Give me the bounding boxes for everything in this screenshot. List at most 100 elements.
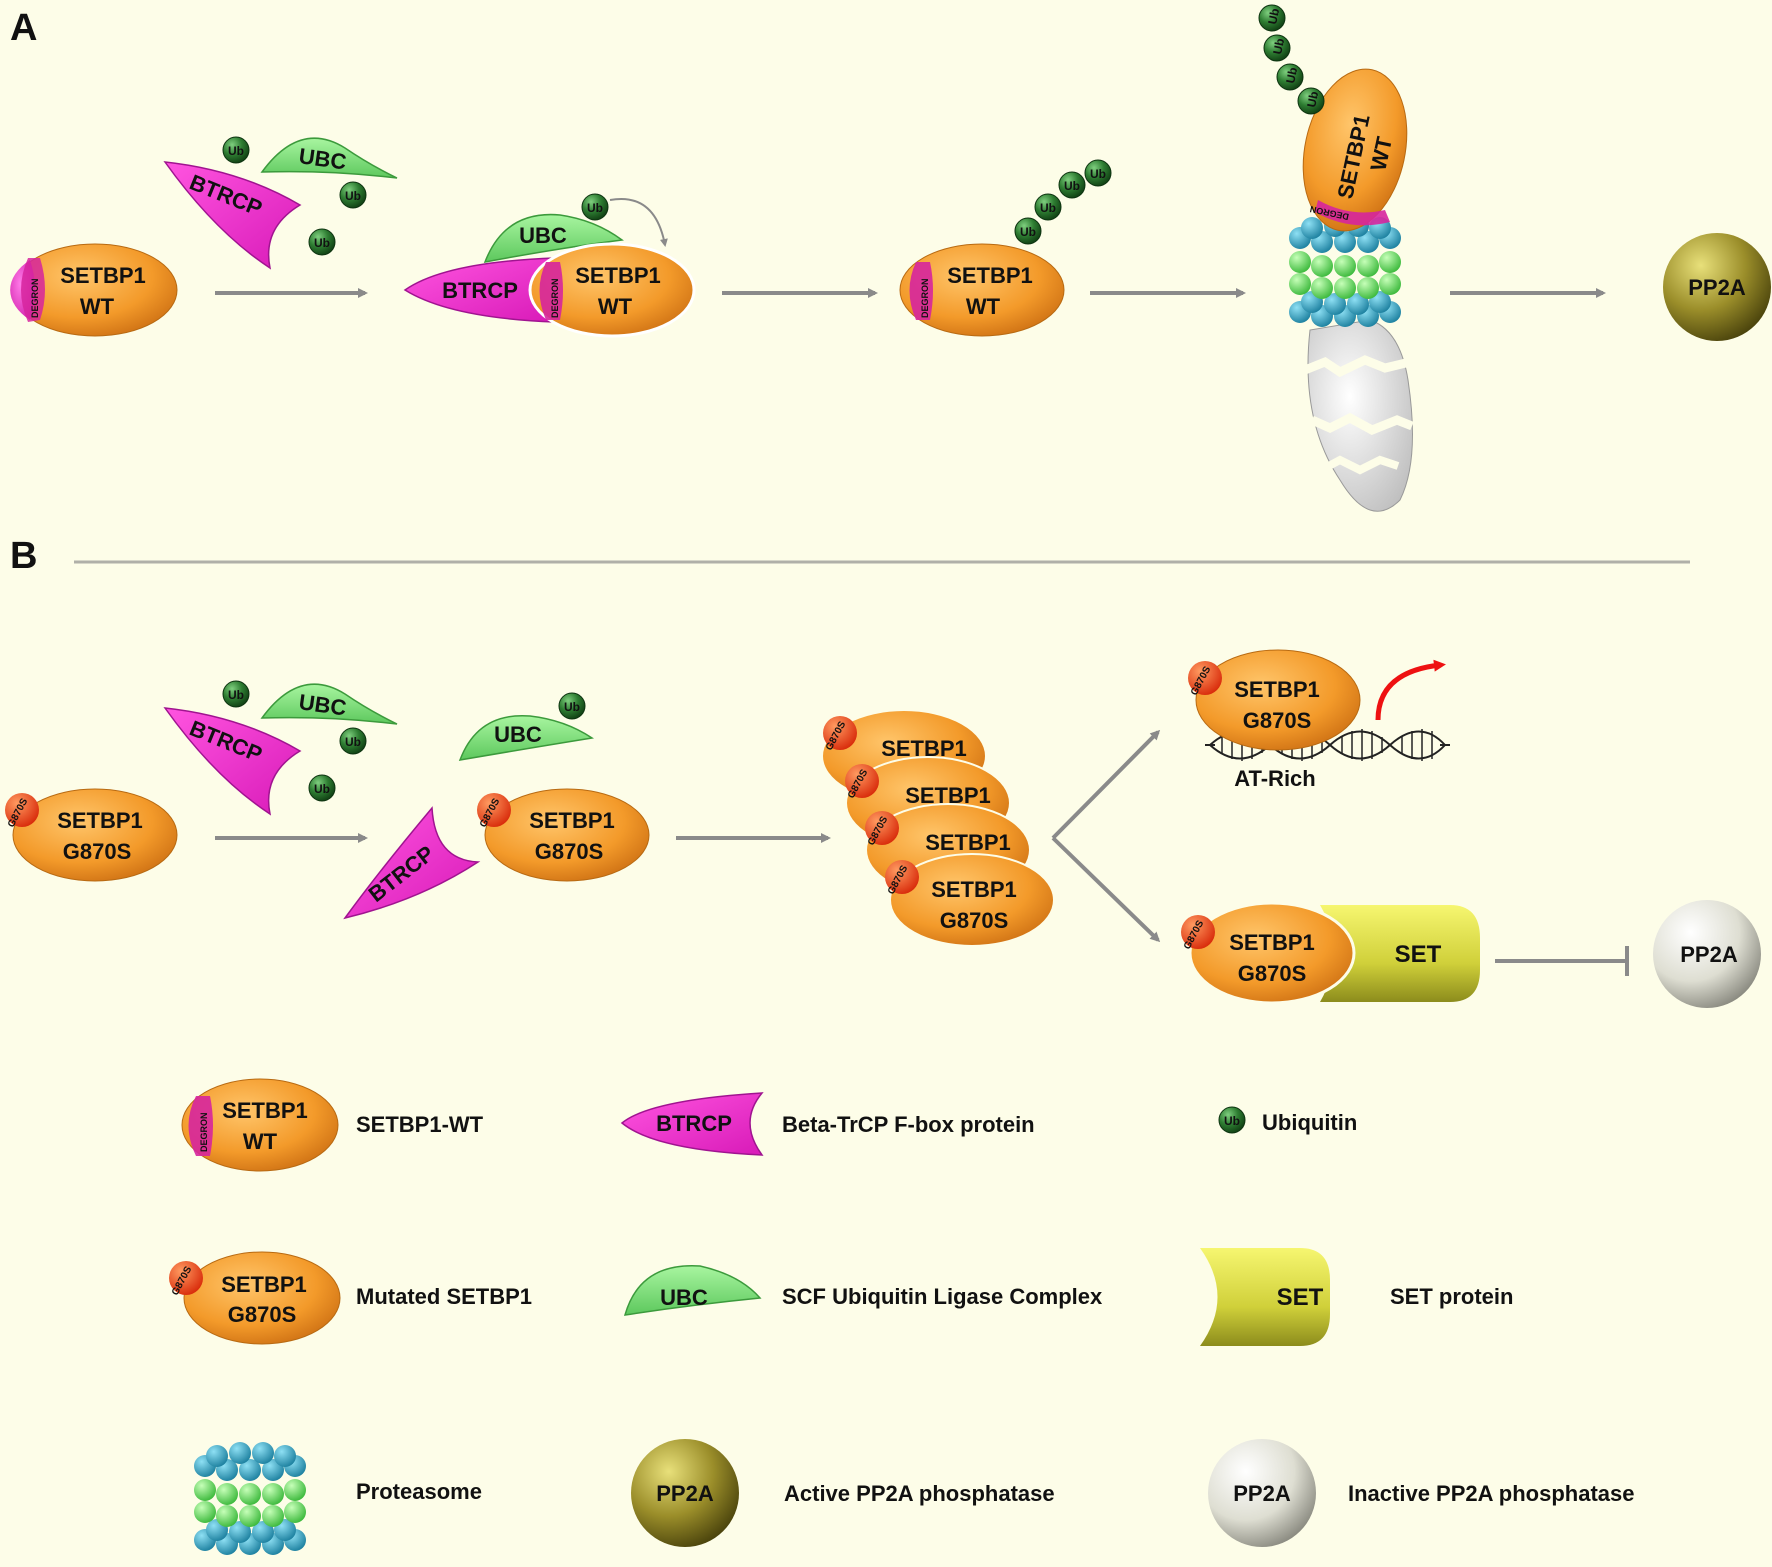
svg-text:Ub: Ub [345, 189, 361, 203]
legend-proteasome-icon [194, 1442, 306, 1555]
svg-text:SET: SET [1395, 941, 1442, 968]
inhibition-arrow [1495, 946, 1629, 976]
svg-text:SETBP1: SETBP1 [1234, 677, 1320, 702]
svg-text:DEGRON: DEGRON [550, 278, 560, 318]
setbp1-mutant-protein-b2: G870S SETBP1 G870S [477, 788, 650, 882]
legend-pp2a-inactive-icon: PP2A [1208, 1439, 1316, 1547]
svg-text:G870S: G870S [535, 839, 604, 864]
svg-text:UBC: UBC [519, 223, 567, 248]
svg-text:WT: WT [243, 1129, 278, 1154]
legend-proteasome-text: Proteasome [356, 1479, 482, 1504]
ubiquitin-icon: Ub Ub Ub Ub [1014, 159, 1112, 245]
svg-text:Ub: Ub [228, 144, 244, 158]
svg-text:SETBP1: SETBP1 [931, 877, 1017, 902]
svg-text:SETBP1: SETBP1 [222, 1098, 308, 1123]
legend-setbp1-wt-text: SETBP1-WT [356, 1112, 484, 1137]
setbp1-label: SETBP1 [60, 263, 146, 288]
ubc-protein-b2: UBC [458, 714, 595, 761]
btrcp-protein-b1: BTRCP [163, 707, 302, 816]
legend-pp2a-active-text: Active PP2A phosphatase [784, 1481, 1055, 1506]
pp2a-active-a: PP2A [1663, 233, 1771, 341]
btrcp-protein-a2: BTRCP [403, 257, 557, 323]
svg-text:Ub: Ub [587, 201, 603, 215]
legend-btrcp-text: Beta-TrCP F-box protein [782, 1112, 1035, 1137]
ubc-protein-b1: UBC [260, 683, 398, 725]
ubiquitin-icon: Ub Ub Ub Ub [1258, 4, 1325, 115]
svg-text:PP2A: PP2A [1680, 942, 1738, 967]
arrow-b3-down [1051, 836, 1161, 943]
at-rich-label: AT-Rich [1234, 766, 1315, 791]
svg-text:SETBP1: SETBP1 [57, 808, 143, 833]
legend-btrcp-icon: BTRCP [620, 1092, 764, 1156]
pp2a-inactive-b: PP2A [1653, 900, 1761, 1008]
svg-text:G870S: G870S [1238, 961, 1307, 986]
legend-ubiquitin-icon: Ub [1218, 1106, 1246, 1134]
svg-text:SETBP1: SETBP1 [575, 263, 661, 288]
setbp1-mutant-accumulation: G870S SETBP1 G870S SETBP1 G870S SETBP1 G… [821, 709, 1055, 947]
transcription-arrow-icon [1375, 659, 1446, 721]
curved-arrow-icon [609, 198, 668, 247]
setbp1-wt-protein-a2: DEGRON SETBP1 WT [528, 242, 696, 338]
svg-text:Ub: Ub [1020, 225, 1036, 239]
arrow-b3-up [1051, 729, 1161, 840]
ubiquitin-icon: Ub Ub Ub [222, 680, 367, 802]
svg-text:G870S: G870S [940, 908, 1009, 933]
svg-text:G870S: G870S [63, 839, 132, 864]
legend-ubc-icon: UBC [623, 1264, 762, 1316]
svg-text:SETBP1: SETBP1 [1229, 930, 1315, 955]
legend-pp2a-inactive-text: Inactive PP2A phosphatase [1348, 1481, 1635, 1506]
setbp1-mutant-protein-b1: G870S SETBP1 G870S [5, 788, 178, 882]
btrcp-protein-a1: BTRCP [163, 161, 302, 270]
svg-text:Ub: Ub [1270, 37, 1287, 56]
legend-ubc-text: SCF Ubiquitin Ligase Complex [782, 1284, 1103, 1309]
legend-ubiquitin-text: Ubiquitin [1262, 1110, 1357, 1135]
setbp1-mutant-protein-b3: G870S SETBP1 G870S [1188, 649, 1361, 751]
svg-text:Ub: Ub [1283, 66, 1300, 85]
svg-text:DEGRON: DEGRON [920, 278, 930, 318]
svg-text:PP2A: PP2A [1233, 1481, 1291, 1506]
ubiquitin-icon: Ub [558, 692, 586, 720]
svg-text:Ub: Ub [1064, 179, 1080, 193]
svg-text:SETBP1: SETBP1 [925, 830, 1011, 855]
panel-label-a: A [10, 7, 37, 49]
svg-text:SET: SET [1277, 1284, 1324, 1311]
svg-text:Ub: Ub [564, 700, 580, 714]
svg-text:UBC: UBC [494, 722, 542, 747]
svg-text:G870S: G870S [1243, 708, 1312, 733]
svg-text:Ub: Ub [1224, 1114, 1240, 1128]
svg-text:Ub: Ub [1265, 7, 1282, 26]
degraded-protein-fragments [1303, 319, 1414, 512]
degron-label: DEGRON [30, 278, 40, 318]
legend-setbp1-wt-icon: DEGRON SETBP1 WT [181, 1078, 339, 1172]
svg-text:SETBP1: SETBP1 [947, 263, 1033, 288]
svg-text:UBC: UBC [660, 1285, 708, 1310]
proteasome-icon [1289, 215, 1401, 327]
wt-label: WT [80, 294, 115, 319]
btrcp-protein-b2: BTRCP [343, 806, 481, 920]
svg-text:Ub: Ub [1090, 167, 1106, 181]
svg-text:SETBP1: SETBP1 [221, 1272, 307, 1297]
legend-pp2a-active-icon: PP2A [631, 1439, 739, 1547]
setbp1-mutant-protein-b4: G870S SETBP1 G870S [1181, 901, 1356, 1005]
setbp1-wt-protein-a3: DEGRON SETBP1 WT [899, 243, 1065, 337]
ubiquitin-icon: Ub [581, 193, 609, 221]
svg-text:BTRCP: BTRCP [442, 278, 518, 303]
svg-text:Ub: Ub [314, 782, 330, 796]
svg-text:DEGRON: DEGRON [199, 1112, 209, 1152]
svg-text:PP2A: PP2A [1688, 275, 1746, 300]
ubc-protein-a1: UBC [260, 137, 398, 179]
legend-mutant-text: Mutated SETBP1 [356, 1284, 532, 1309]
ubiquitin-icon: Ub Ub Ub [222, 136, 367, 256]
svg-text:WT: WT [598, 294, 633, 319]
panel-label-b: B [10, 535, 37, 577]
svg-text:Ub: Ub [314, 236, 330, 250]
svg-text:Ub: Ub [345, 735, 361, 749]
legend-set-icon: SET [1200, 1248, 1330, 1346]
svg-text:Ub: Ub [1040, 201, 1056, 215]
svg-text:G870S: G870S [228, 1302, 297, 1327]
svg-text:WT: WT [966, 294, 1001, 319]
legend-mutant-icon: G870S SETBP1 G870S [169, 1251, 341, 1345]
setbp1-wt-protein-a4: DEGRON SETBP1 WT [1302, 68, 1408, 232]
setbp1-wt-protein-a1: DEGRON SETBP1 WT [10, 243, 178, 337]
